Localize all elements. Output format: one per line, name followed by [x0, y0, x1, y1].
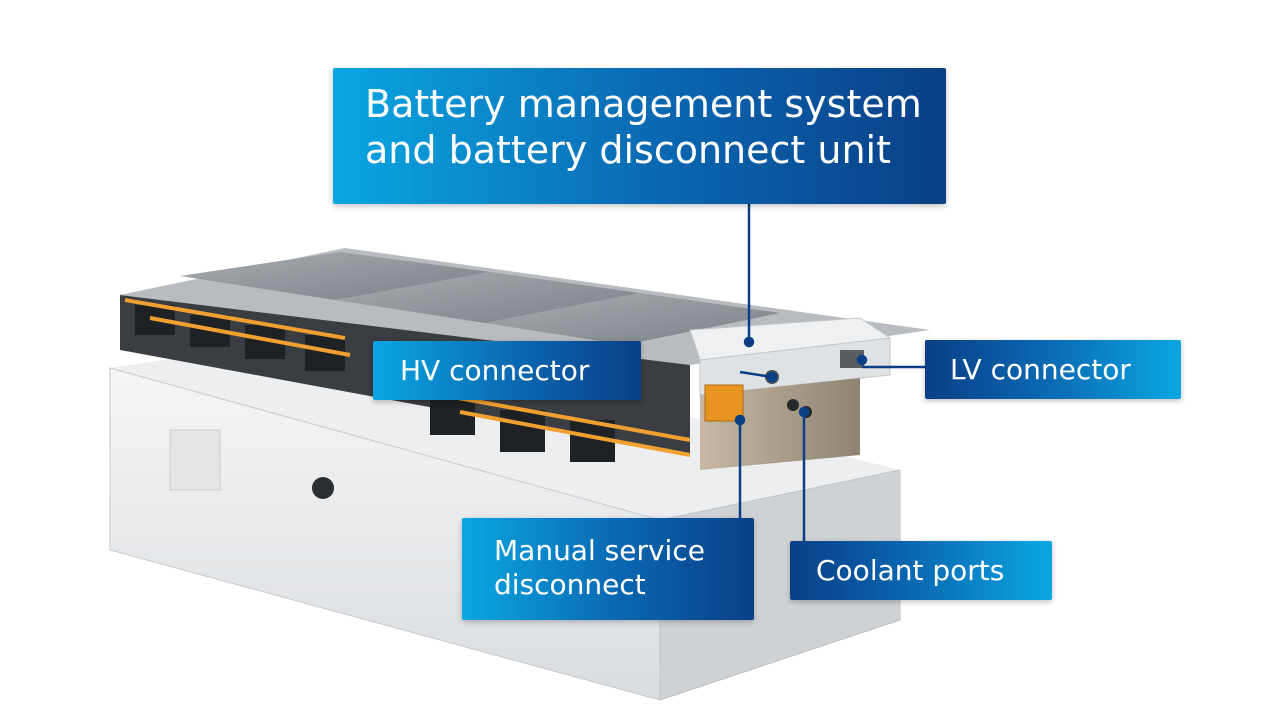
callout-hv-connector-label: HV connector	[400, 354, 590, 387]
callout-msd-line2: disconnect	[494, 567, 646, 601]
bms-unit	[689, 317, 892, 470]
lv-connector-icon	[840, 350, 864, 368]
manual-service-disconnect-icon	[704, 384, 744, 422]
callout-lv-connector-label: LV connector	[950, 353, 1131, 386]
callout-msd-line1: Manual service	[494, 534, 705, 567]
coolant-port-icon	[787, 399, 799, 411]
callout-hv-connector: HV connector	[373, 341, 641, 400]
callout-bms-bdu-line2: and battery disconnect unit	[365, 127, 892, 172]
callout-coolant-ports: Coolant ports	[790, 541, 1052, 600]
leader-lines	[734, 202, 925, 542]
callout-manual-service-disconnect: Manual service disconnect	[462, 518, 754, 620]
callout-bms-bdu-line1: Battery management system	[365, 82, 922, 126]
callout-lv-connector: LV connector	[925, 340, 1181, 399]
callout-coolant-ports-label: Coolant ports	[816, 554, 1005, 587]
tray-port-icon	[312, 477, 334, 499]
callout-bms-bdu: Battery management system and battery di…	[333, 68, 946, 204]
